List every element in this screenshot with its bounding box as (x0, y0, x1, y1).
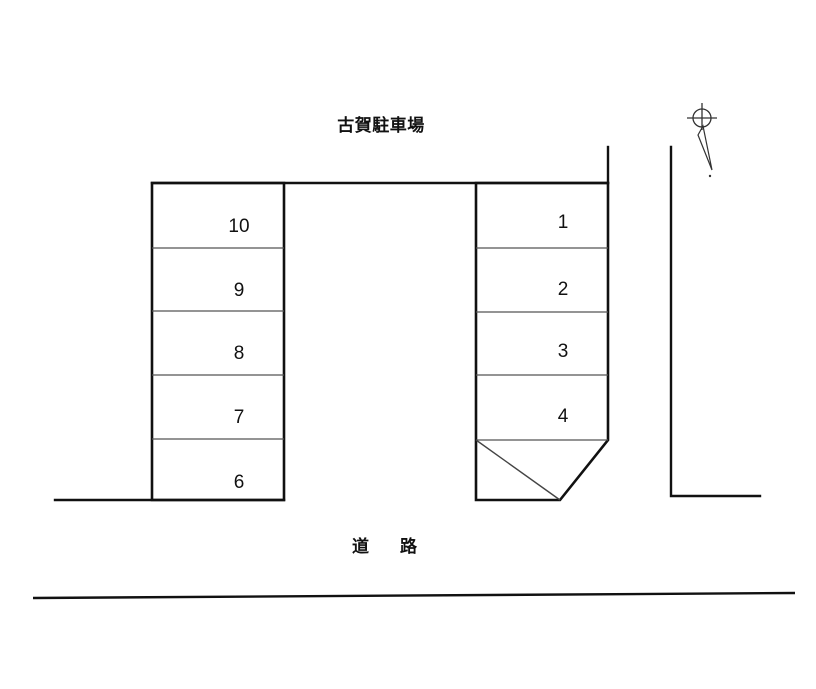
stall-number-6: 6 (234, 472, 245, 493)
compass-dot-icon (708, 174, 712, 178)
road-edge-line (32, 591, 796, 600)
stall-number-9: 9 (234, 280, 245, 301)
right-block-outline (474, 181, 610, 502)
stall-number-1: 1 (558, 212, 569, 233)
stall-number-3: 3 (558, 341, 569, 362)
left-block-row-dividers (152, 247, 284, 440)
compass-crosshair-icon (687, 103, 717, 130)
right-parking-block: 1 2 3 4 (474, 181, 610, 502)
compass-needle-icon (697, 124, 713, 171)
stall-number-7: 7 (234, 407, 245, 428)
north-arrow-icon (687, 103, 717, 178)
right-block-row-dividers (476, 247, 608, 441)
stall-number-10: 10 (228, 216, 249, 237)
left-parking-block: 10 9 8 7 6 (150, 181, 286, 502)
road-label: 道 路 (352, 536, 424, 557)
page-title: 古賀駐車場 (337, 115, 425, 136)
stall-number-4: 4 (558, 406, 569, 427)
east-boundary-wall (669, 145, 762, 498)
right-block-corner-hatch (475, 439, 561, 501)
stall-number-8: 8 (234, 343, 245, 364)
stall-number-2: 2 (558, 279, 569, 300)
right-block-stall-numbers: 1 2 3 4 (558, 212, 569, 427)
left-block-stall-numbers: 10 9 8 7 6 (228, 216, 249, 493)
left-block-outline (150, 181, 286, 502)
